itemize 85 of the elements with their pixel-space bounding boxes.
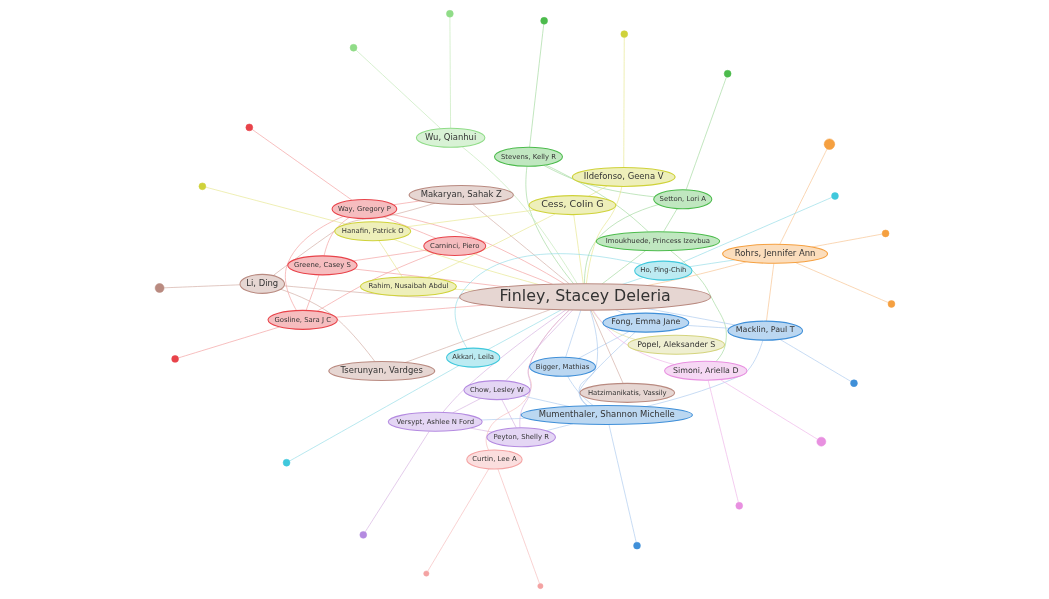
node-circle bbox=[830, 192, 839, 200]
connector bbox=[779, 148, 827, 245]
connector bbox=[587, 185, 607, 197]
connector bbox=[451, 398, 481, 414]
node-ellipse: Mumenthaler, Shannon Michelle bbox=[520, 405, 693, 426]
connector bbox=[591, 309, 636, 340]
connector bbox=[590, 309, 623, 384]
connector bbox=[305, 274, 319, 311]
connector bbox=[685, 76, 727, 190]
connector bbox=[473, 253, 553, 285]
connector bbox=[163, 284, 240, 289]
node-ellipse: Wu, Qianhui bbox=[415, 127, 485, 148]
connector bbox=[205, 186, 347, 225]
connector bbox=[585, 186, 622, 285]
node-circle bbox=[245, 123, 253, 132]
node-circle bbox=[537, 583, 543, 589]
connector bbox=[441, 309, 566, 413]
connector bbox=[719, 379, 818, 440]
node-circle bbox=[632, 541, 641, 550]
connector bbox=[501, 399, 517, 429]
connector bbox=[177, 326, 280, 359]
connector bbox=[364, 431, 430, 533]
node-ellipse: Makaryan, Sahak Z bbox=[408, 184, 514, 205]
connector bbox=[528, 23, 544, 148]
node-ellipse: Ildefonso, Geena V bbox=[571, 166, 676, 187]
connector bbox=[566, 375, 594, 406]
connector bbox=[601, 250, 646, 285]
node-ellipse: Cess, Colin G bbox=[527, 195, 616, 216]
connector bbox=[577, 331, 629, 359]
connector bbox=[382, 216, 436, 239]
connector bbox=[497, 468, 540, 584]
connector bbox=[578, 309, 598, 406]
connector bbox=[662, 208, 677, 233]
connector bbox=[614, 309, 626, 315]
node-circle bbox=[359, 531, 367, 539]
connector bbox=[519, 309, 570, 428]
connector bbox=[779, 339, 851, 382]
node-circle bbox=[887, 300, 895, 308]
node-circle bbox=[823, 138, 835, 150]
connector bbox=[352, 249, 427, 262]
connector bbox=[688, 259, 735, 268]
node-circle bbox=[445, 10, 454, 18]
node-circle bbox=[723, 70, 731, 78]
connector bbox=[572, 214, 584, 285]
connector bbox=[545, 423, 573, 432]
connector bbox=[323, 217, 350, 257]
node-circle bbox=[735, 502, 743, 510]
connector bbox=[608, 424, 637, 543]
node-circle bbox=[422, 570, 429, 577]
connector bbox=[471, 203, 569, 285]
connector bbox=[545, 164, 649, 233]
node-circle bbox=[198, 182, 206, 190]
connector bbox=[449, 17, 451, 129]
connector bbox=[505, 309, 573, 381]
node-circle bbox=[154, 283, 164, 293]
node-ellipse: Tserunyan, Vardges bbox=[327, 361, 435, 382]
node-ellipse: Rohrs, Jennifer Ann bbox=[721, 243, 828, 264]
node-ellipse: Li, Ding bbox=[238, 273, 285, 294]
node-circle bbox=[539, 17, 548, 25]
node-circle bbox=[170, 355, 179, 363]
node-circle bbox=[881, 229, 889, 238]
connector bbox=[378, 240, 402, 278]
node-circle bbox=[349, 44, 357, 52]
connector bbox=[525, 166, 574, 285]
connector bbox=[251, 129, 352, 201]
node-circle bbox=[816, 436, 826, 447]
connector bbox=[564, 309, 581, 358]
connector bbox=[487, 309, 562, 350]
connector bbox=[622, 37, 625, 168]
node-ellipse: Finley, Stacey Deleria bbox=[458, 283, 711, 311]
connector bbox=[765, 263, 774, 322]
connector bbox=[355, 49, 441, 129]
node-circle bbox=[282, 459, 290, 467]
connector bbox=[583, 204, 659, 284]
node-circle bbox=[849, 379, 858, 387]
connector bbox=[480, 417, 526, 421]
connector bbox=[284, 216, 344, 311]
connector bbox=[592, 309, 674, 365]
connector bbox=[288, 365, 459, 462]
connector bbox=[669, 250, 727, 362]
node-circle bbox=[620, 30, 628, 38]
connector bbox=[707, 379, 739, 503]
connector bbox=[316, 252, 435, 312]
connector bbox=[279, 288, 375, 362]
connector bbox=[426, 468, 489, 572]
